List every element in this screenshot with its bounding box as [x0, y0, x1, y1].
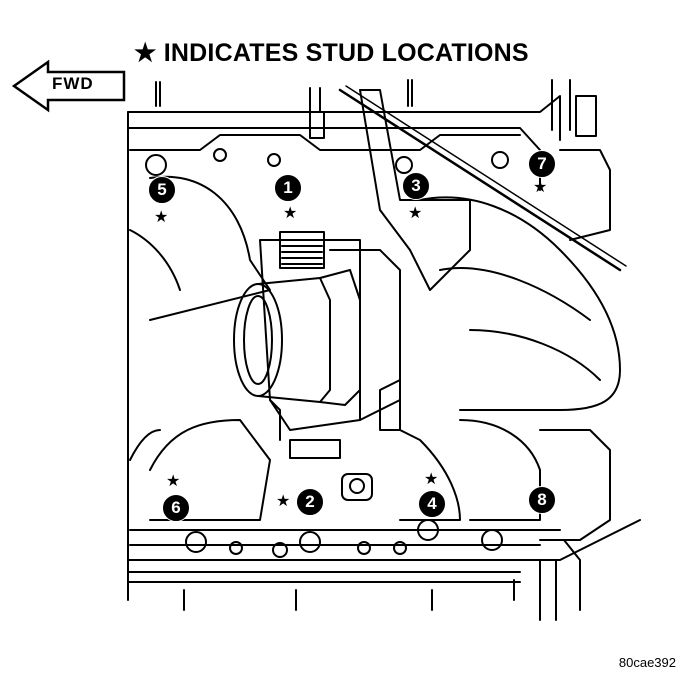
lower-runner-center: [399, 429, 461, 521]
star-icon: ★: [283, 205, 298, 222]
stud-callout-icon: 3: [402, 172, 430, 200]
stud-callout-icon: 5: [148, 176, 176, 204]
plenum: [259, 239, 361, 431]
engine-outline-bottom: [127, 519, 641, 561]
star-icon: ★: [424, 471, 439, 488]
star-icon: ★: [154, 209, 169, 226]
forward-label: FWD: [52, 74, 94, 93]
stud-callout-icon: 2: [296, 488, 324, 516]
right-component: [539, 429, 611, 541]
star-icon: ★: [533, 179, 548, 196]
stud-callout-5: 5: [148, 176, 176, 204]
stud-callout-icon: 7: [528, 150, 556, 178]
forward-arrow-icon: [11, 59, 126, 113]
stud-callout-7: 7: [528, 150, 556, 178]
lower-runner-left: [149, 419, 271, 521]
stud-callout-2: 2: [296, 488, 324, 516]
star-icon: ★: [408, 205, 423, 222]
stud-callout-icon: 1: [274, 174, 302, 202]
stud-callout-4: 4: [418, 490, 446, 518]
legend-title: ★ INDICATES STUD LOCATIONS: [134, 38, 529, 68]
stud-callout-3: 3: [402, 172, 430, 200]
engine-outline-top: [127, 95, 561, 141]
stud-callout-8: 8: [528, 486, 556, 514]
stud-callout-icon: 8: [528, 486, 556, 514]
legend-text: INDICATES STUD LOCATIONS: [163, 39, 529, 67]
throttle-bracket: [359, 89, 471, 291]
throttle-spring: [281, 239, 323, 265]
stud-callout-6: 6: [162, 494, 190, 522]
star-icon: ★: [134, 39, 157, 67]
stud-callout-icon: 4: [418, 490, 446, 518]
stud-callout-1: 1: [274, 174, 302, 202]
lower-runner-right: [459, 419, 541, 521]
star-icon: ★: [276, 493, 291, 510]
throttle-body-bore: [233, 283, 283, 397]
upper-runner-left: [149, 175, 271, 321]
star-icon: ★: [166, 473, 181, 490]
stud-callout-icon: 6: [162, 494, 190, 522]
figure-reference: 80cae392: [618, 655, 676, 670]
upper-runner-right: [419, 196, 621, 411]
